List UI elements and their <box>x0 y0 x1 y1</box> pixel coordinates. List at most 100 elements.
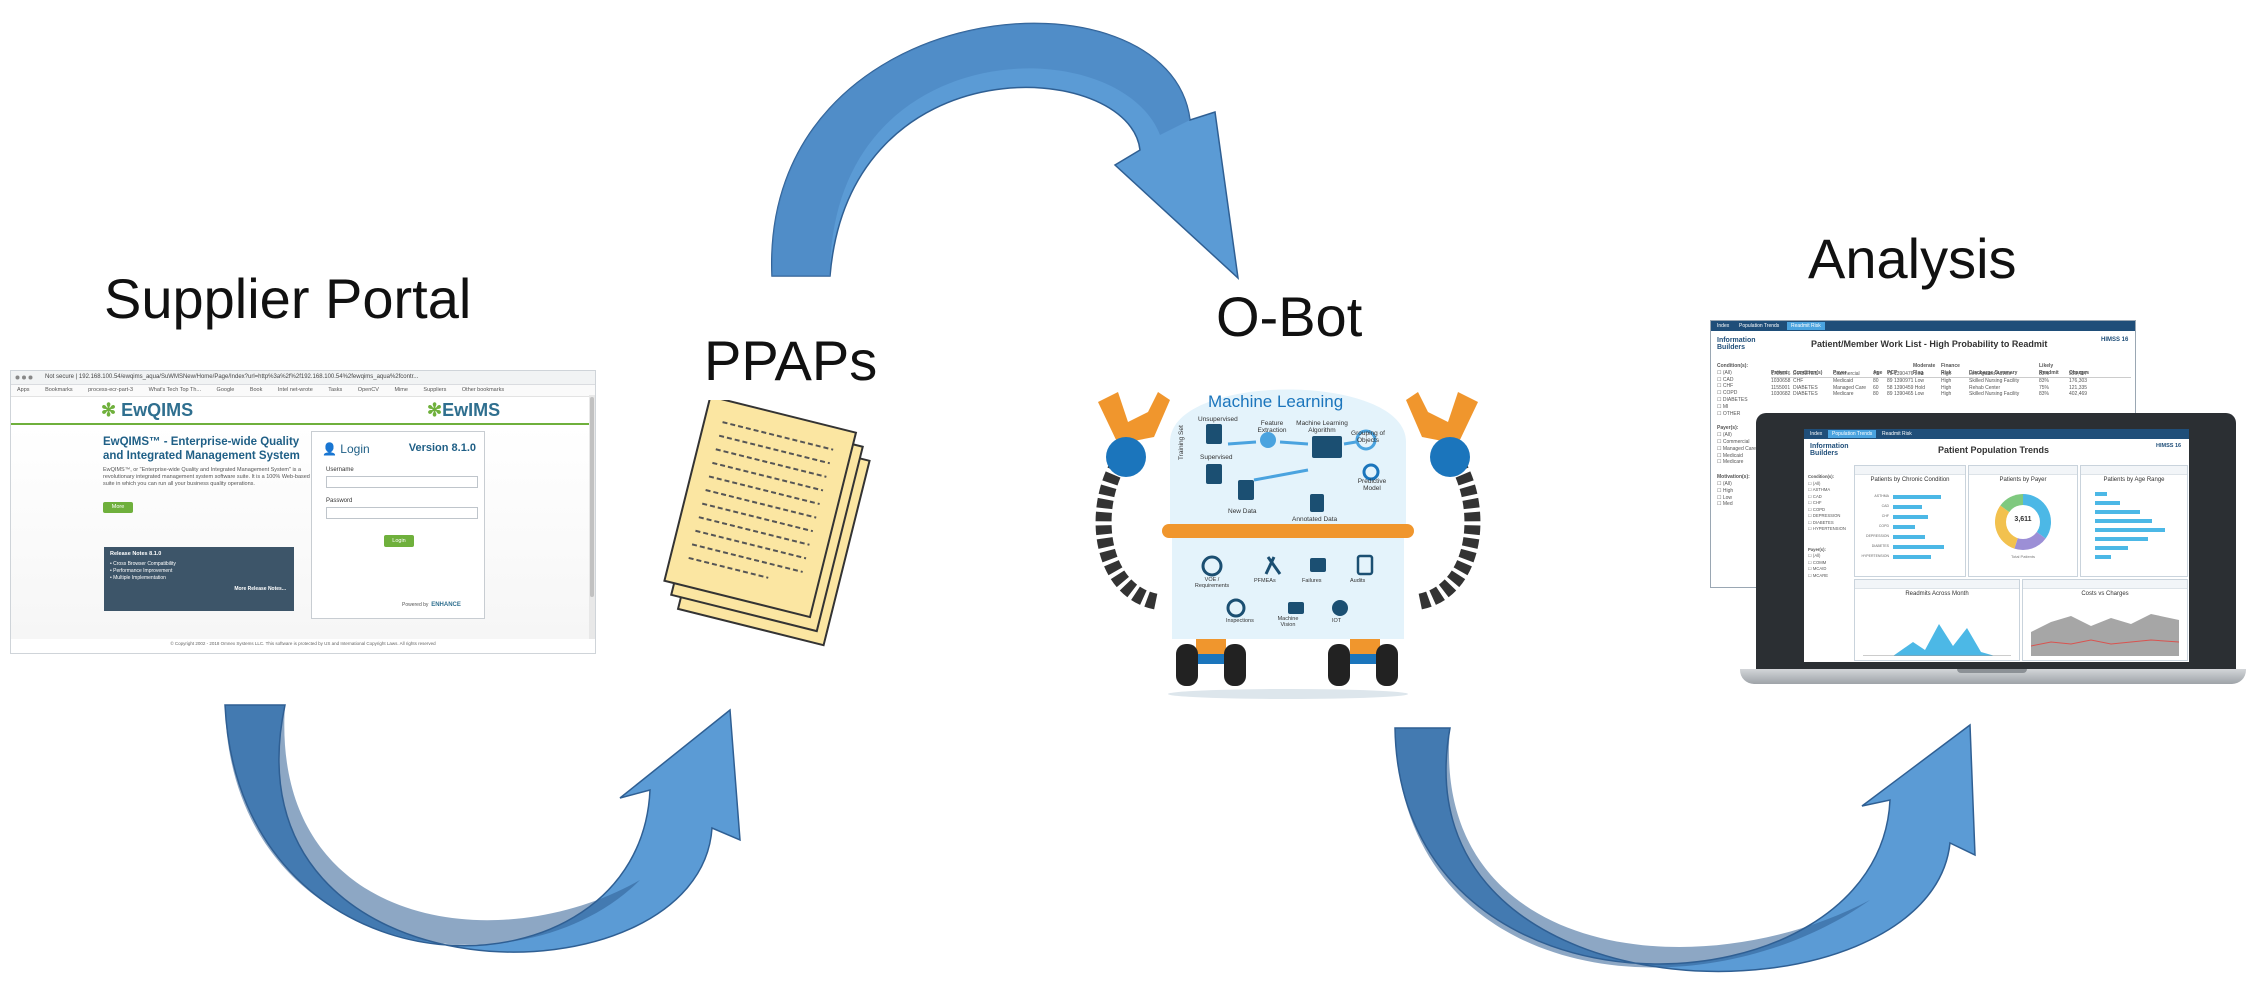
logo-text: EwQIMS <box>121 400 194 420</box>
bookmark: Mime <box>394 387 408 393</box>
chronic-bar-label: DIABETES <box>1871 544 1889 548</box>
login-panel: 👤 Login Version 8.1.0 Username Password … <box>311 431 485 619</box>
age-bar[interactable] <box>2095 492 2108 496</box>
portal-body: EwQIMS™ - Enterprise-wide Quality and In… <box>11 425 595 639</box>
username-label: Username <box>326 467 354 473</box>
panel-title: Readmits Across Month <box>1905 591 1969 597</box>
chronic-bar-label: HYPERTENSION <box>1861 554 1889 558</box>
user-icon: 👤 <box>322 442 337 456</box>
tab-index[interactable]: Index <box>1717 323 1730 329</box>
population-trends-dashboard: Index Population Trends Readmit Risk Inf… <box>1804 429 2189 662</box>
ml-label-feature-extraction: Feature Extraction <box>1257 420 1287 434</box>
readmits-area-chart <box>1863 624 2011 656</box>
panel-payer: Patients by Payer 3,611 Total Patients <box>1968 465 2078 577</box>
more-button[interactable]: More <box>103 502 133 513</box>
bookmark: OpenCV <box>357 387 379 393</box>
age-bar[interactable] <box>2095 546 2128 550</box>
chronic-bar-label: CHF <box>1881 514 1889 518</box>
browser-address-bar: Not secure | 192.168.100.54/ewqims_aqua/… <box>11 371 595 385</box>
password-input[interactable] <box>326 507 478 519</box>
release-note-item: • Multiple Implementation <box>110 575 166 581</box>
bookmark: Tasks <box>328 387 343 393</box>
panel-title: Patients by Payer <box>1999 477 2047 483</box>
tab-readmit-risk[interactable]: Readmit Risk <box>1882 431 1912 437</box>
robot-right-claw <box>1406 392 1478 477</box>
arrow-obot-to-analysis <box>1394 723 1976 973</box>
tool-label: Audits <box>1350 578 1366 584</box>
age-bar[interactable] <box>2095 501 2120 505</box>
tab-index[interactable]: Index <box>1810 431 1823 437</box>
bookmark: Book <box>249 387 263 393</box>
bookmark: Apps <box>17 387 30 393</box>
filter-conditions: Condition(s): ☐ (All) ☐ CAD ☐ CHF ☐ COPD… <box>1717 363 1756 508</box>
supplier-portal-screenshot: Not secure | 192.168.100.54/ewqims_aqua/… <box>10 370 596 654</box>
arrow-supplier-to-ppaps <box>224 704 741 953</box>
leaf-icon: ✻ <box>427 400 443 420</box>
robot-right-arm <box>1416 447 1481 610</box>
tool-label: VOE / Requirements <box>1194 577 1230 589</box>
robot-body <box>1172 527 1404 639</box>
chronic-bar[interactable] <box>1893 525 1916 529</box>
monitor-icon <box>1312 436 1342 458</box>
tool-label: Inspections <box>1226 618 1254 624</box>
username-input[interactable] <box>326 476 478 488</box>
information-builders-logo: Information Builders <box>1810 443 1849 457</box>
chronic-bar[interactable] <box>1893 555 1932 559</box>
ml-label-supervised: Supervised <box>1200 454 1233 461</box>
scrollbar[interactable] <box>589 395 595 639</box>
chronic-bar[interactable] <box>1893 505 1922 509</box>
panel-readmits: Readmits Across Month <box>1854 579 2020 661</box>
panel-title: Costs vs Charges <box>2081 591 2129 597</box>
bookmarks-bar: Apps Bookmarks process-ecr-part-3 What's… <box>11 385 595 397</box>
ml-diagram <box>1206 424 1380 512</box>
chronic-bar[interactable] <box>1893 545 1945 549</box>
robot-wheels <box>1168 639 1408 699</box>
worklist-title: Patient/Member Work List - High Probabil… <box>1811 339 2048 349</box>
age-bar[interactable] <box>2095 555 2112 559</box>
information-builders-logo: Information Builders <box>1717 337 1756 351</box>
age-bar[interactable] <box>2095 537 2149 541</box>
chronic-bar[interactable] <box>1893 515 1929 519</box>
document-icon <box>1206 424 1222 444</box>
stage-label-analysis: Analysis <box>1808 227 2017 290</box>
himss-logo: HIMSS 16 <box>2101 337 2129 343</box>
panel-costs-charges: Costs vs Charges <box>2022 579 2188 661</box>
age-bar[interactable] <box>2095 519 2153 523</box>
login-title: 👤 Login <box>322 442 370 456</box>
bookmark: process-ecr-part-3 <box>88 387 134 393</box>
stage-label-supplier-portal: Supplier Portal <box>104 267 472 330</box>
more-release-notes-link[interactable]: More Release Notes... <box>234 586 286 592</box>
himss-logo: HIMSS 16 <box>2156 443 2182 449</box>
magnifier-icon <box>1226 598 1246 618</box>
ml-label-predictive-model: Predictive Model <box>1357 478 1387 492</box>
tab-population-trends[interactable]: Population Trends <box>1828 430 1877 438</box>
tab-population-trends[interactable]: Population Trends <box>1739 323 1780 329</box>
age-bar[interactable] <box>2095 510 2141 514</box>
target-icon <box>1362 463 1380 481</box>
age-bar[interactable] <box>2095 528 2165 532</box>
ml-label-annotated-data: Annotated Data <box>1292 516 1338 523</box>
gauge-icon <box>1201 555 1223 577</box>
dashboard-tabbar: Index Population Trends Readmit Risk <box>1711 321 2135 331</box>
tool-label: Machine Vision <box>1277 616 1299 628</box>
company-logo: ENHANCE <box>431 602 461 608</box>
ml-label-unsupervised: Unsupervised <box>1198 416 1238 423</box>
portal-footer: © Copyright 2002 - 2018 Omnex Systems LL… <box>170 641 436 646</box>
login-button[interactable]: Login <box>384 535 414 547</box>
tab-readmit-risk[interactable]: Readmit Risk <box>1787 322 1825 330</box>
logo-text: EwIMS <box>442 400 501 420</box>
chronic-bar[interactable] <box>1893 535 1925 539</box>
annotated-doc-icon <box>1310 494 1324 512</box>
chronic-bar-label: CAD <box>1881 504 1889 508</box>
ewqims-logo: ✻ EwQIMS <box>101 400 193 421</box>
population-title: Patient Population Trends <box>1938 445 2050 455</box>
donut-center-label: Total Patients <box>2010 554 2035 559</box>
chronic-bar-label: COPD <box>1878 524 1889 528</box>
chronic-bar[interactable] <box>1893 495 1941 499</box>
